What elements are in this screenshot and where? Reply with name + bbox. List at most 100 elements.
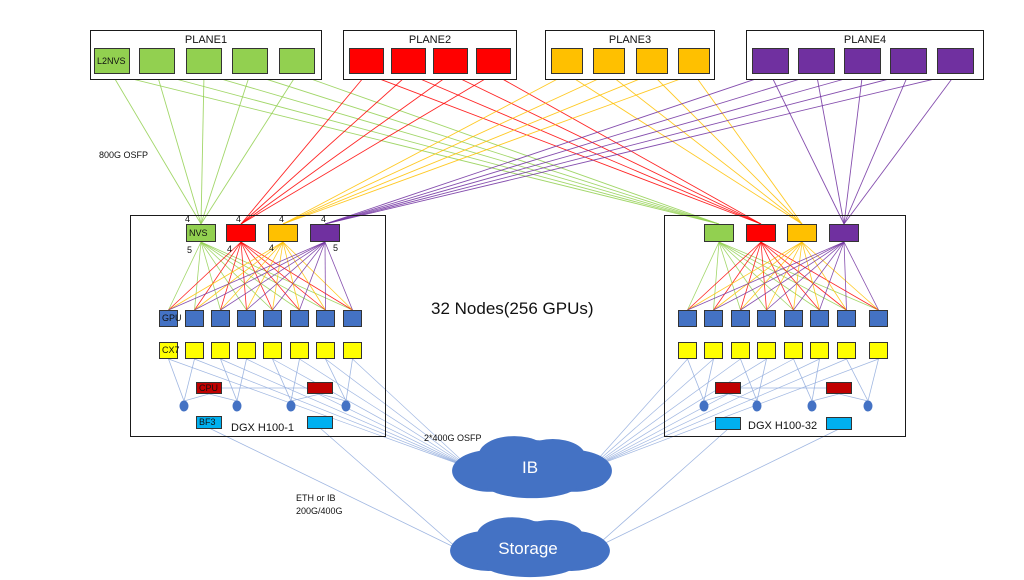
right-cpu-link [727,393,758,402]
speed-label: 200G/400G [296,506,343,516]
plane-to-right-node-link [843,73,909,225]
left-nvs-to-gpu-link [200,241,326,311]
right-gpu [869,310,888,327]
right-nvs-to-gpu-link [793,241,845,311]
left-nvs-to-gpu-link [194,241,284,311]
right-nvs-to-gpu-link [843,241,879,311]
plane1-switch [232,48,268,74]
right-bf3-dpu [715,417,741,430]
left-cx7-nic [185,342,204,359]
left-gpu [263,310,282,327]
right-nvs-to-gpu-link [801,241,820,311]
right-pcie-switch [752,400,762,412]
right-pcie-switch [699,400,709,412]
right-gpu [757,310,776,327]
right-cx7-nic [704,342,723,359]
plane2-switch [476,48,511,74]
right-cpu [715,382,741,394]
left-to-ib-link [246,358,471,469]
plane-to-left-node-link [240,73,367,225]
right-cx7-nic [678,342,697,359]
right-cx7-nic [837,342,856,359]
left-nvs-to-gpu-link [272,241,326,311]
right-nvs-to-gpu-link [760,241,879,311]
plane1-switch [279,48,315,74]
plane-to-right-node-link [608,73,803,225]
left-nvs-to-gpu-link [324,241,326,311]
left-gpu [237,310,256,327]
right-nvs-to-gpu-link [793,241,803,311]
left-nvs-to-gpu-link [282,241,300,311]
left-to-ib-link [194,358,471,469]
left-cx7-nic [290,342,309,359]
left-gpu [185,310,204,327]
plane-to-right-node-link [156,73,720,225]
port-count-nvs4-bottom: 5 [333,243,339,253]
plane4-switch [844,48,881,74]
plane-to-right-node-link [770,73,845,225]
left-bf3-dpu [307,416,333,429]
left-nvswitch [310,224,340,242]
right-cpu-link [838,393,869,402]
right-nvs-to-gpu-link [713,241,845,311]
left-nvs-to-gpu-link [194,241,326,311]
plane-to-left-node-link [240,73,494,225]
right-nvs-to-gpu-link [740,241,845,311]
left-cx7-link [290,358,300,402]
right-cx7-link [756,358,767,402]
node-count-label: 32 Nodes(256 GPUs) [431,299,594,318]
port-count-nvs3-top: 4 [279,214,285,224]
ib-cloud [452,436,612,499]
left-nvs-to-gpu-link [168,241,326,311]
plane-to-right-node-link [693,73,803,225]
left-to-storage-link [319,427,459,550]
left-to-ib-link [325,358,471,469]
plane-to-right-node-link [843,73,863,225]
left-gpu [211,310,230,327]
right-cpu-link [811,393,840,402]
dgx-left-name: DGX H100-1 [231,422,294,434]
left-cx7-link [325,358,347,402]
plane-to-left-node-link [324,73,956,225]
plane-to-left-node-link [324,73,771,225]
right-nvs-to-gpu-link [740,241,803,311]
right-nvs-to-gpu-link [760,241,794,311]
storage-cloud [450,517,610,578]
left-cpu-link [290,393,321,402]
left-pcie-switch [341,400,351,412]
left-nvs-to-gpu-link [282,241,353,311]
left-to-ib-link [168,358,471,469]
plane-to-left-node-link [282,73,695,225]
right-nvs-to-gpu-link [713,241,762,311]
right-cx7-nic [869,342,888,359]
plane-to-right-node-link [366,73,762,225]
right-gpu [837,310,856,327]
plane3-switch [678,48,710,74]
right-to-ib-link [589,358,820,469]
right-to-ib-link [589,358,688,469]
right-nvs-to-gpu-link [713,241,803,311]
left-nvswitch [226,224,256,242]
right-cx7-nic [757,342,776,359]
left-to-ib-link [272,358,471,469]
right-to-ib-link [589,358,847,469]
plane4-switch [937,48,974,74]
plane4-switch [890,48,927,74]
eth-ib-label: ETH or IB [296,493,336,503]
osfp-800-label: 800G OSFP [99,150,149,160]
left-cpu-label: CPU [199,382,219,393]
right-cx7-link [793,358,813,402]
plane-to-left-node-link [282,73,653,225]
left-nvs-to-gpu-link [200,241,247,311]
right-nvs-to-gpu-link [687,241,762,311]
left-to-ib-link [220,358,471,469]
left-nvs-to-gpu-link [200,241,300,311]
plane-to-right-node-link [408,73,762,225]
right-gpu [731,310,750,327]
left-nvs-to-gpu-link [168,241,284,311]
right-nvswitch [787,224,817,242]
right-pcie-switch [863,400,873,412]
left-nvs-to-gpu-link [282,241,326,311]
right-cx7-link [867,358,879,402]
left-nvs-to-gpu-link [220,241,242,311]
